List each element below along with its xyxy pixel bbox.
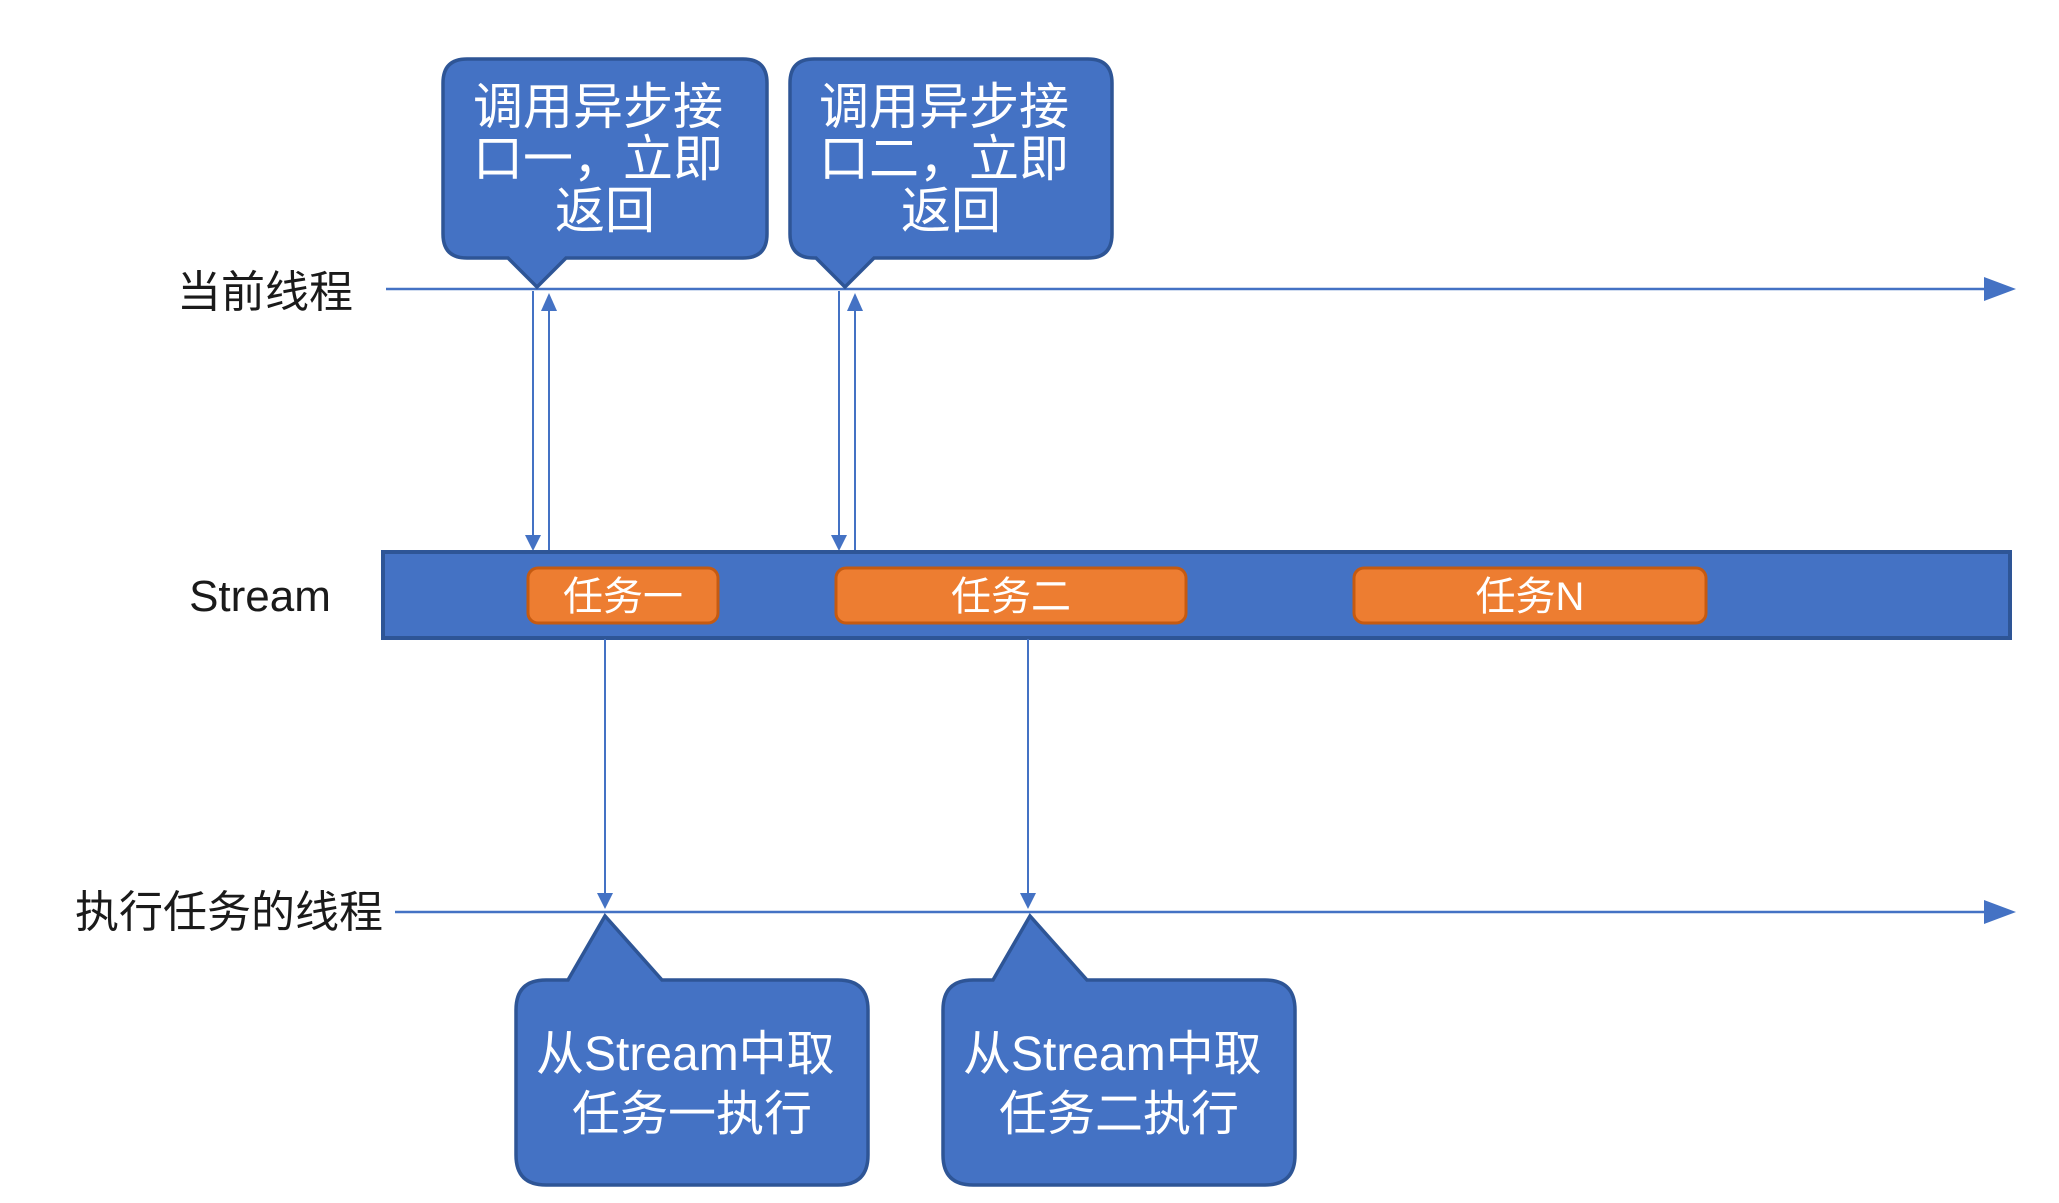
- callout-async-call-1-shape: [441, 57, 769, 290]
- dispatch-arrow-2-head-icon: [1020, 893, 1036, 909]
- task-box-1-label: 任务一: [563, 575, 683, 619]
- task-box-n-label: 任务N: [1476, 575, 1585, 619]
- worker-thread-timeline: 执行任务的线程: [75, 888, 2016, 937]
- task-box-n: 任务N: [1352, 566, 1708, 625]
- callout-async-call-2-text: 调用异步接 口二，立即 返回: [819, 79, 1083, 239]
- return-arrow-1-head-icon: [541, 293, 557, 311]
- callout-execute-task-1-text: 从Stream中取 任务一执行: [536, 1028, 848, 1141]
- submit-arrow-1-head-icon: [525, 535, 541, 551]
- call-return-arrows-2: [831, 291, 863, 552]
- callout-async-call-2: 调用异步接 口二，立即 返回: [788, 57, 1114, 290]
- callout-execute-task-2: 从Stream中取 任务二执行: [941, 913, 1297, 1187]
- dispatch-arrow-1-head-icon: [597, 893, 613, 909]
- task-box-n-shape: [1352, 566, 1708, 625]
- task-box-2-shape: [834, 566, 1188, 625]
- return-arrow-2-head-icon: [847, 293, 863, 311]
- callout-async-call-1-text: 调用异步接 口一，立即 返回: [473, 79, 737, 239]
- current-thread-arrowhead-icon: [1984, 277, 2016, 301]
- worker-thread-label: 执行任务的线程: [75, 888, 383, 937]
- current-thread-timeline: 当前线程: [177, 268, 2016, 317]
- callout-async-call-1: 调用异步接 口一，立即 返回: [441, 57, 769, 290]
- current-thread-label: 当前线程: [177, 268, 353, 317]
- task-box-1: 任务一: [526, 566, 720, 625]
- callout-execute-task-2-text: 从Stream中取 任务二执行: [963, 1028, 1275, 1141]
- callout-execute-task-1: 从Stream中取 任务一执行: [514, 913, 870, 1187]
- stream-label: Stream: [189, 572, 331, 621]
- task-box-2-label: 任务二: [951, 575, 1071, 619]
- task-box-2: 任务二: [834, 566, 1188, 625]
- stream-bar-group: Stream 任务一 任务二 任务N: [189, 550, 2012, 640]
- task-box-1-shape: [526, 566, 720, 625]
- call-return-arrows-1: [525, 291, 557, 552]
- worker-thread-arrowhead-icon: [1984, 900, 2016, 924]
- callout-execute-task-1-shape: [514, 913, 870, 1187]
- dispatch-arrow-1: [597, 639, 613, 909]
- callout-async-call-2-shape: [788, 57, 1114, 290]
- submit-arrow-2-head-icon: [831, 535, 847, 551]
- callout-execute-task-2-shape: [941, 913, 1297, 1187]
- dispatch-arrow-2: [1020, 639, 1036, 909]
